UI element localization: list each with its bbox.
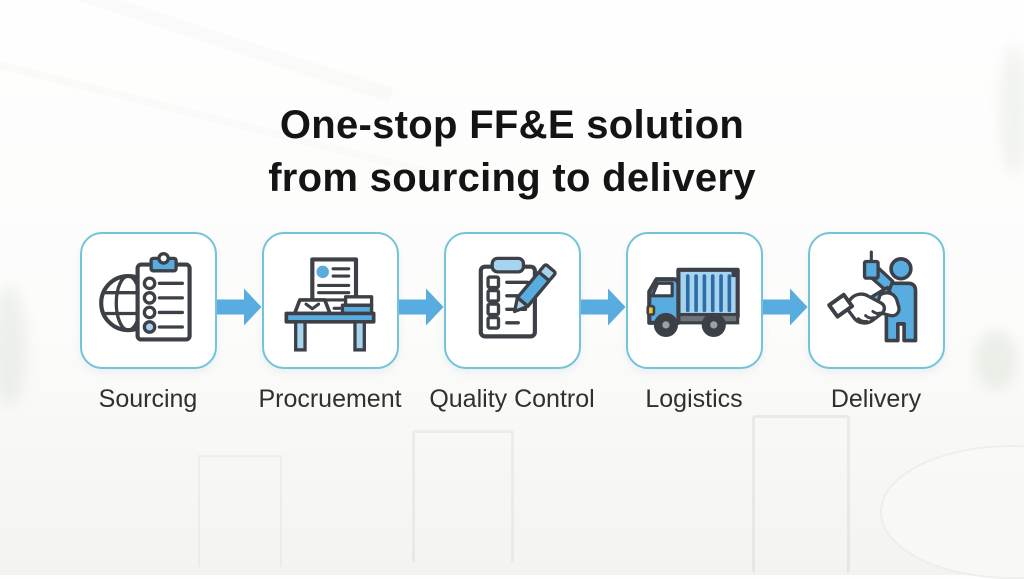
step-box-sourcing [79, 232, 217, 369]
step-delivery: Delivery [807, 232, 945, 414]
background-chair [412, 430, 514, 563]
step-box-quality-control [443, 232, 581, 369]
delivery-truck-icon [646, 267, 740, 337]
clipboard-pencil-icon [478, 256, 557, 338]
step-logistics: Logistics [625, 232, 763, 414]
step-sourcing: Sourcing [79, 232, 217, 414]
background-chair [752, 415, 850, 573]
background-table [880, 445, 1024, 579]
step-label-sourcing: Sourcing [98, 385, 198, 413]
step-box-procruement [261, 232, 399, 369]
page-title: One-stop FF&E solution from sourcing to d… [0, 99, 1024, 205]
step-procruement: Procruement [258, 232, 402, 414]
process-flow: Sourcing [0, 232, 1024, 414]
background-chair [198, 455, 282, 567]
handshake-person-icon [827, 250, 918, 342]
step-box-delivery [807, 232, 945, 369]
flow-arrow-icon [398, 288, 443, 326]
flow-arrow-icon [216, 288, 261, 326]
globe-checklist-icon [99, 251, 192, 342]
title-line-2: from sourcing to delivery [268, 155, 756, 200]
flow-arrow-icon [762, 288, 807, 326]
step-label-procruement: Procruement [258, 385, 402, 413]
step-box-logistics [625, 232, 763, 369]
step-quality-control: Quality Control [429, 232, 595, 414]
step-label-logistics: Logistics [645, 385, 743, 413]
step-label-quality-control: Quality Control [429, 385, 595, 413]
step-label-delivery: Delivery [830, 385, 922, 413]
flow-arrow-icon [580, 288, 625, 326]
desk-documents-icon [284, 256, 376, 352]
title-line-1: One-stop FF&E solution [279, 102, 745, 147]
